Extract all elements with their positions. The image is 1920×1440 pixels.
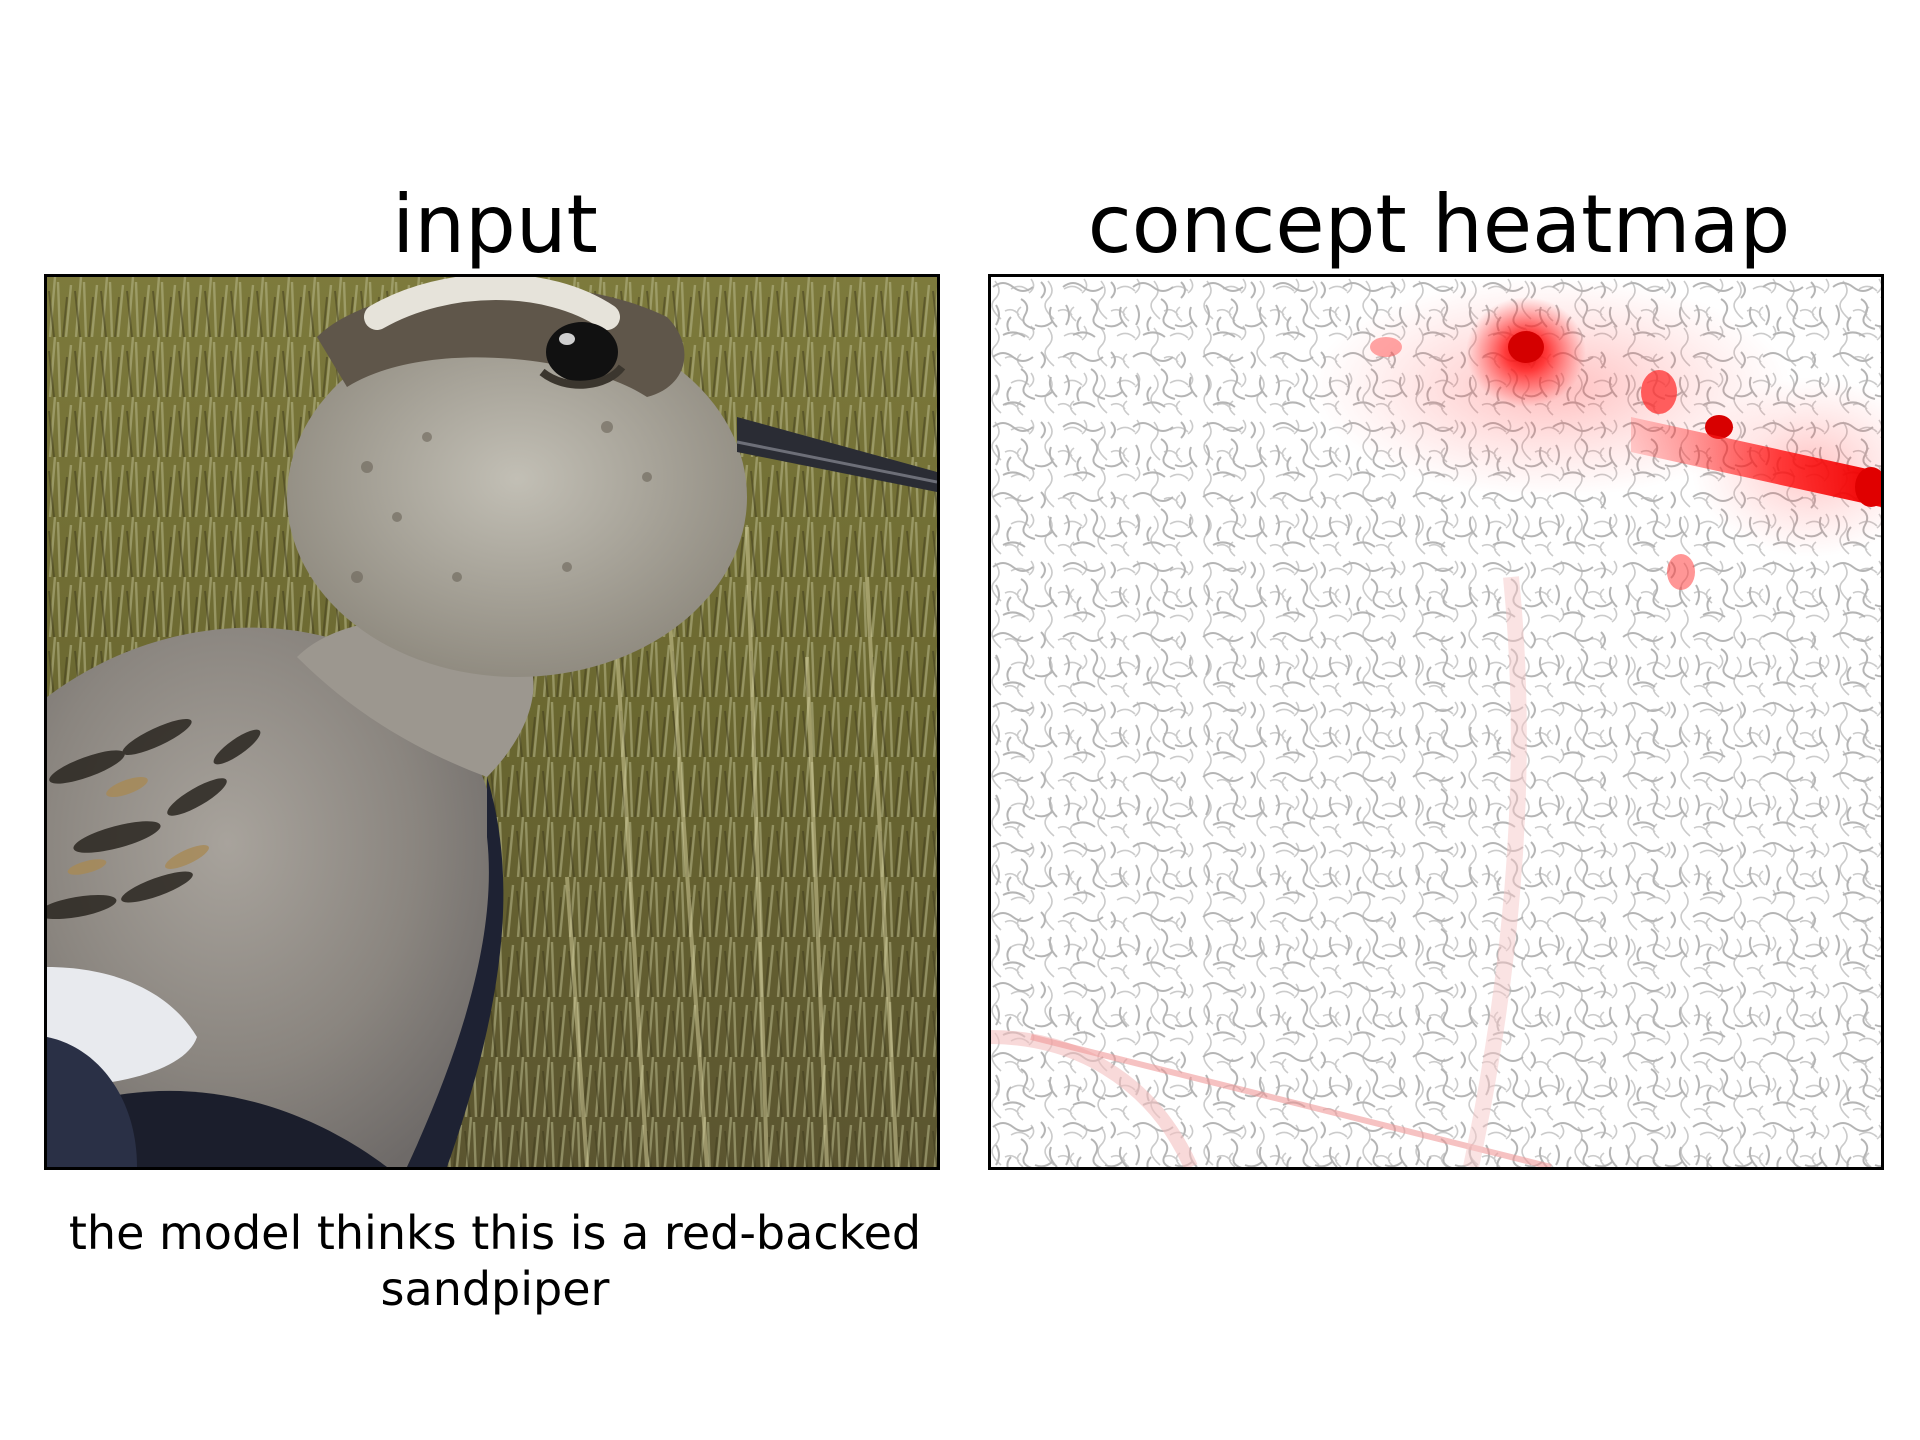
heatmap-panel-title: concept heatmap xyxy=(1087,178,1791,271)
input-panel-title: input xyxy=(392,178,598,271)
prediction-caption: the model thinks this is a red-backed sa… xyxy=(68,1206,922,1316)
input-image-frame xyxy=(44,274,940,1170)
concept-heatmap-image xyxy=(991,277,1881,1167)
heatmap-image-frame xyxy=(988,274,1884,1170)
input-bird-image xyxy=(47,277,937,1167)
